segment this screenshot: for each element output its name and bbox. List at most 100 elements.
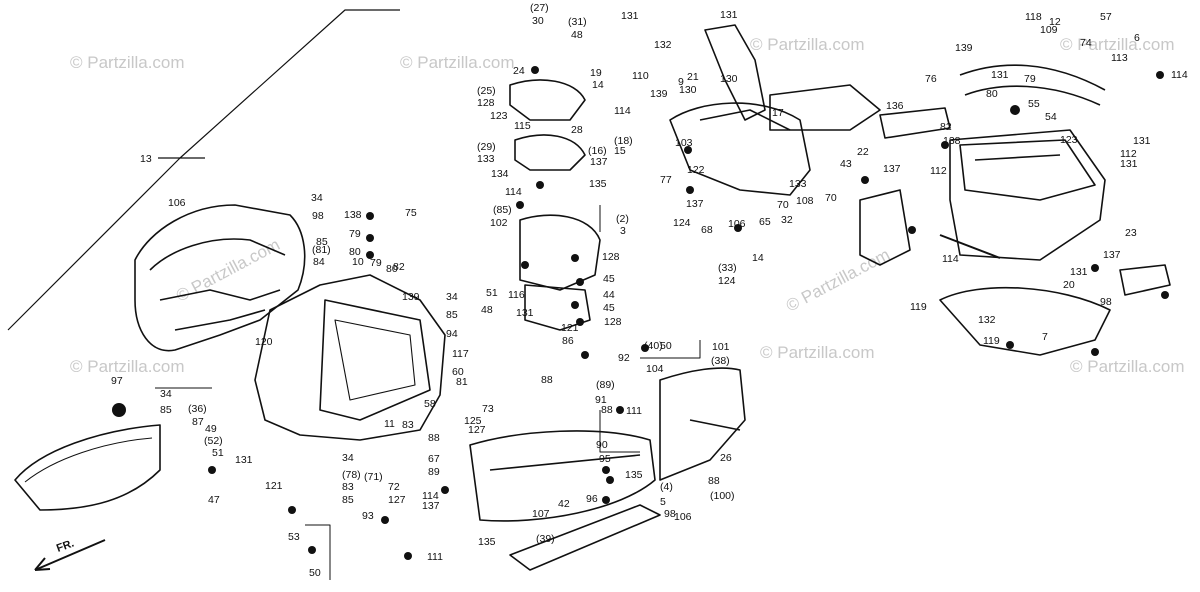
part-number-label: 111 <box>427 551 443 563</box>
part-number-label: 131 <box>1120 158 1138 170</box>
part-number-label: 84 <box>313 256 325 268</box>
part-number-label: 76 <box>925 73 937 85</box>
part-number-label: 124 <box>718 275 736 287</box>
part-number-label: 21 <box>687 71 699 83</box>
part-number-label: 128 <box>477 97 495 109</box>
part-number-label: 88 <box>428 432 440 444</box>
part-number-label: 101 <box>712 341 730 353</box>
part-number-label: 125 <box>464 415 482 427</box>
part-number-label: (85) <box>493 204 512 216</box>
part-number-label: 49 <box>205 423 217 435</box>
part-number-label: (52) <box>204 435 223 447</box>
part-number-label: (16) <box>588 145 607 157</box>
part-number-label: 82 <box>940 121 952 133</box>
part-number-label: 102 <box>490 217 508 229</box>
part-number-label: 15 <box>614 145 626 157</box>
part-number-label: 131 <box>621 10 639 22</box>
part-number-label: 95 <box>599 453 611 465</box>
part-number-label: 20 <box>1063 279 1075 291</box>
part-number-label: 85 <box>342 494 354 506</box>
part-number-label: 94 <box>446 328 458 340</box>
part-number-label: 10 <box>352 256 364 268</box>
part-number-label: 87 <box>192 416 204 428</box>
part-number-label: 75 <box>405 207 417 219</box>
part-number-label: (27) <box>530 2 549 14</box>
part-number-label: 85 <box>446 309 458 321</box>
part-number-label: 92 <box>618 352 630 364</box>
part-number-label: 131 <box>991 69 1009 81</box>
part-number-label: 123 <box>490 110 508 122</box>
part-number-label: 106 <box>728 218 746 230</box>
part-number-label: (36) <box>188 403 207 415</box>
part-number-label: 60 <box>452 366 464 378</box>
part-number-label: 96 <box>586 493 598 505</box>
part-number-label: 139 <box>955 42 973 54</box>
part-number-label: 131 <box>720 9 738 21</box>
watermark-text: © Partzilla.com <box>750 35 865 54</box>
front-direction-label: FR. <box>55 537 76 554</box>
part-number-label: 77 <box>660 174 672 186</box>
part-number-label: (33) <box>718 262 737 274</box>
part-number-label: 109 <box>1040 24 1058 36</box>
part-number-label: (4) <box>660 481 673 493</box>
part-label-layer: 13106971203485(36)8749(52)51131471215350… <box>111 2 1188 579</box>
part-number-label: 134 <box>491 168 509 180</box>
part-number-label: 111 <box>626 405 642 417</box>
part-number-label: 53 <box>288 531 300 543</box>
part-number-label: 131 <box>1133 135 1151 147</box>
part-number-label: 135 <box>625 469 643 481</box>
part-number-label: 54 <box>1045 111 1057 123</box>
part-number-label: 131 <box>1070 266 1088 278</box>
part-number-label: 93 <box>362 510 374 522</box>
part-number-label: 50 <box>309 567 321 579</box>
part-number-label: 104 <box>646 363 664 375</box>
watermark-text: © Partzilla.com <box>70 53 185 72</box>
part-number-label: 132 <box>978 314 996 326</box>
part-number-label: 98 <box>312 210 324 222</box>
part-number-label: 119 <box>910 301 927 313</box>
part-number-label: 117 <box>452 348 469 360</box>
part-number-label: 45 <box>603 302 615 314</box>
part-number-label: 114 <box>422 490 439 502</box>
part-number-label: 118 <box>1025 11 1042 23</box>
part-number-label: 116 <box>508 289 525 301</box>
part-number-label: 48 <box>481 304 493 316</box>
part-number-label: 103 <box>675 137 693 149</box>
part-number-label: 119 <box>983 335 1000 347</box>
part-number-label: 72 <box>388 481 400 493</box>
watermark-text: © Partzilla.com <box>1060 35 1175 54</box>
part-number-label: 80 <box>386 263 398 275</box>
part-number-label: (31) <box>568 16 587 28</box>
part-number-label: 73 <box>482 403 494 415</box>
part-number-label: 114 <box>1171 69 1188 81</box>
part-number-label: 86 <box>562 335 574 347</box>
part-number-label: 45 <box>603 273 615 285</box>
part-number-label: 135 <box>589 178 607 190</box>
part-number-label: 28 <box>571 124 583 136</box>
part-number-label: (71) <box>364 471 383 483</box>
part-number-label: 83 <box>342 481 354 493</box>
part-number-label: 136 <box>886 100 904 112</box>
part-number-label: 122 <box>687 164 705 176</box>
part-number-label: 137 <box>686 198 704 210</box>
part-number-label: 30 <box>532 15 544 27</box>
watermark-text: © Partzilla.com <box>783 245 893 316</box>
part-number-label: 90 <box>596 439 608 451</box>
part-number-label: 79 <box>349 228 361 240</box>
part-number-label: 110 <box>632 70 649 82</box>
part-number-label: 34 <box>311 192 323 204</box>
part-number-label: 14 <box>592 79 604 91</box>
part-number-label: 121 <box>561 322 579 334</box>
part-number-label: 83 <box>402 419 414 431</box>
watermark-text: © Partzilla.com <box>70 357 185 376</box>
line-art <box>7 9 1171 580</box>
part-number-label: 123 <box>1060 134 1078 146</box>
part-number-label: 34 <box>160 388 172 400</box>
part-number-label: 48 <box>571 29 583 41</box>
part-number-label: 44 <box>603 289 615 301</box>
hardware-dots <box>112 66 1169 560</box>
part-number-label: 24 <box>513 65 525 77</box>
part-number-label: 121 <box>265 480 283 492</box>
part-number-label: 127 <box>388 494 406 506</box>
